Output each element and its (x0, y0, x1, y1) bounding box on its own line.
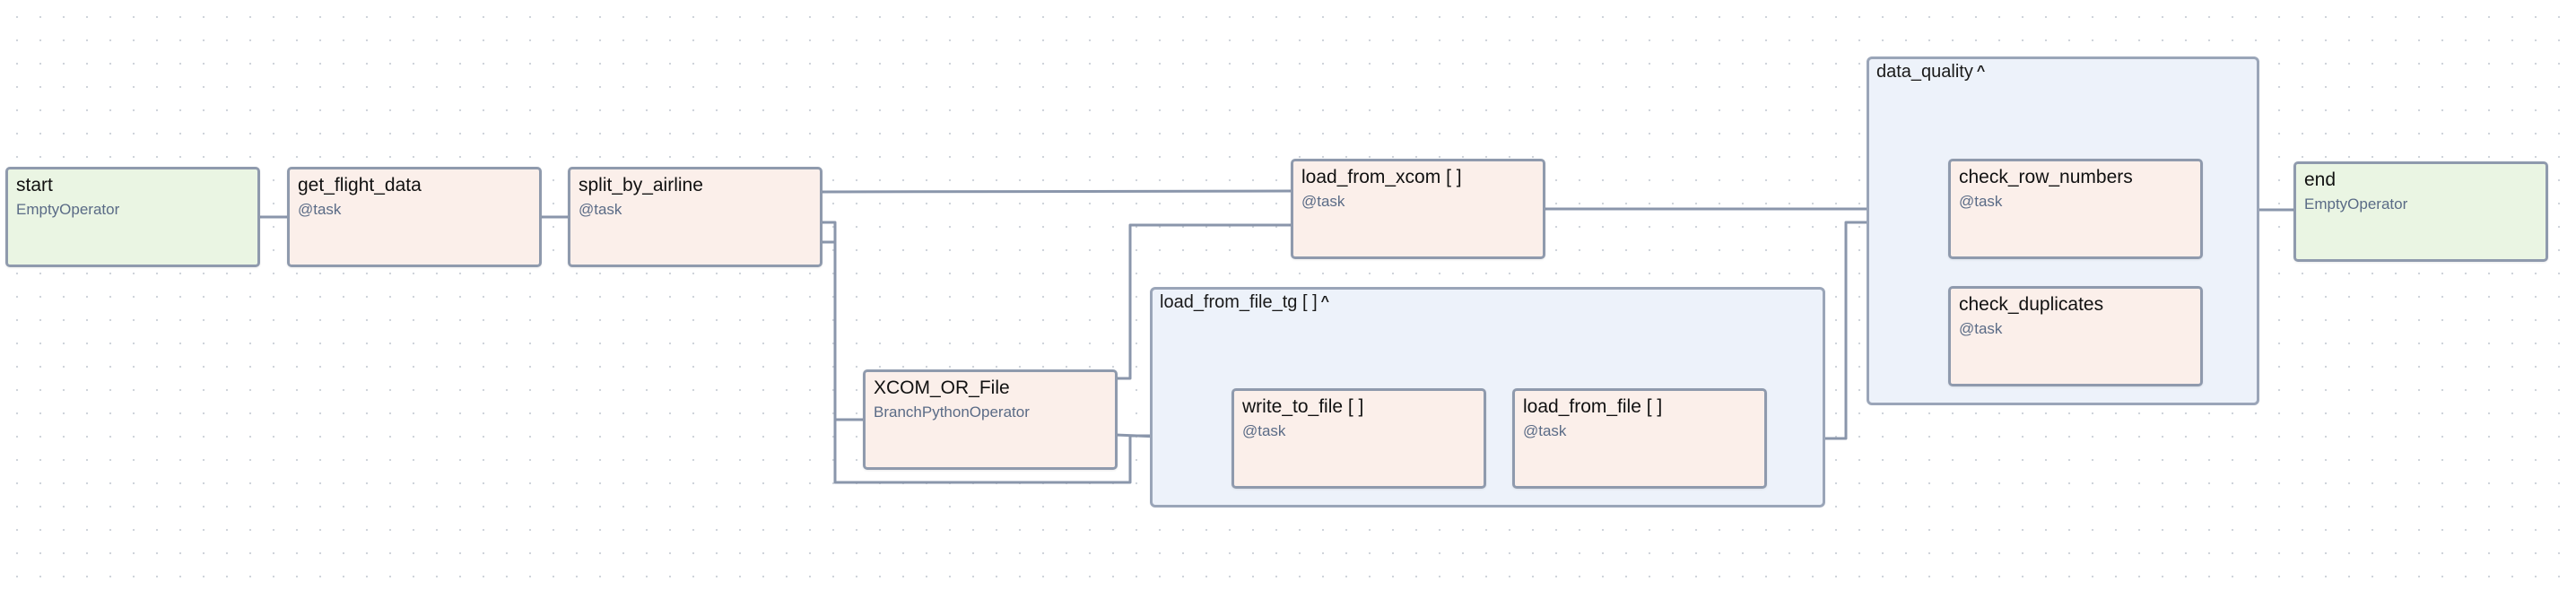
edge-split-to-xcom-or-file (822, 221, 863, 421)
task-name: load_from_file [ ] (1523, 396, 1663, 417)
task-name: get_flight_data (298, 175, 422, 195)
task-operator: @task (579, 201, 622, 218)
task-name: check_row_numbers (1959, 167, 2133, 187)
task-operator: EmptyOperator (16, 201, 120, 218)
group-load-from-file-tg-title[interactable]: load_from_file_tg [ ] ^ (1160, 292, 1329, 313)
task-name: write_to_file [ ] (1242, 396, 1364, 417)
group-load-from-file-tg-label: load_from_file_tg [ ] (1160, 292, 1318, 312)
task-node-write-to-file[interactable]: write_to_file [ ] @task (1231, 388, 1486, 489)
task-operator: @task (1301, 193, 1345, 210)
task-operator: BranchPythonOperator (874, 403, 1030, 421)
task-node-load-from-xcom[interactable]: load_from_xcom [ ] @task (1291, 159, 1545, 259)
collapse-caret-icon[interactable]: ^ (1976, 63, 1986, 79)
task-operator: @task (1242, 422, 1286, 439)
task-node-load-from-file[interactable]: load_from_file [ ] @task (1512, 388, 1767, 489)
task-operator: EmptyOperator (2304, 195, 2408, 213)
task-name: check_duplicates (1959, 294, 2104, 315)
task-name: load_from_xcom [ ] (1301, 167, 1462, 187)
task-operator: @task (1523, 422, 1567, 439)
group-data-quality-title[interactable]: data_quality ^ (1876, 62, 1985, 82)
group-data-quality-label: data_quality (1876, 62, 1973, 82)
task-name: start (16, 175, 53, 195)
task-operator: @task (1959, 320, 2003, 337)
task-name: split_by_airline (579, 175, 703, 195)
task-node-check-row-numbers[interactable]: check_row_numbers @task (1948, 159, 2203, 259)
task-node-xcom-or-file[interactable]: XCOM_OR_File BranchPythonOperator (863, 369, 1118, 470)
task-node-end[interactable]: end EmptyOperator (2293, 161, 2548, 262)
task-operator: @task (298, 201, 342, 218)
task-name: end (2304, 169, 2337, 190)
task-node-check-duplicates[interactable]: check_duplicates @task (1948, 286, 2203, 386)
edge-split-to-load-from-xcom (821, 189, 1292, 194)
task-node-start[interactable]: start EmptyOperator (5, 167, 260, 267)
collapse-caret-icon[interactable]: ^ (1320, 293, 1329, 309)
task-node-split-by-airline[interactable]: split_by_airline @task (568, 167, 822, 267)
task-operator: @task (1959, 193, 2003, 210)
task-name: XCOM_OR_File (874, 377, 1010, 398)
task-node-get-flight-data[interactable]: get_flight_data @task (287, 167, 542, 267)
